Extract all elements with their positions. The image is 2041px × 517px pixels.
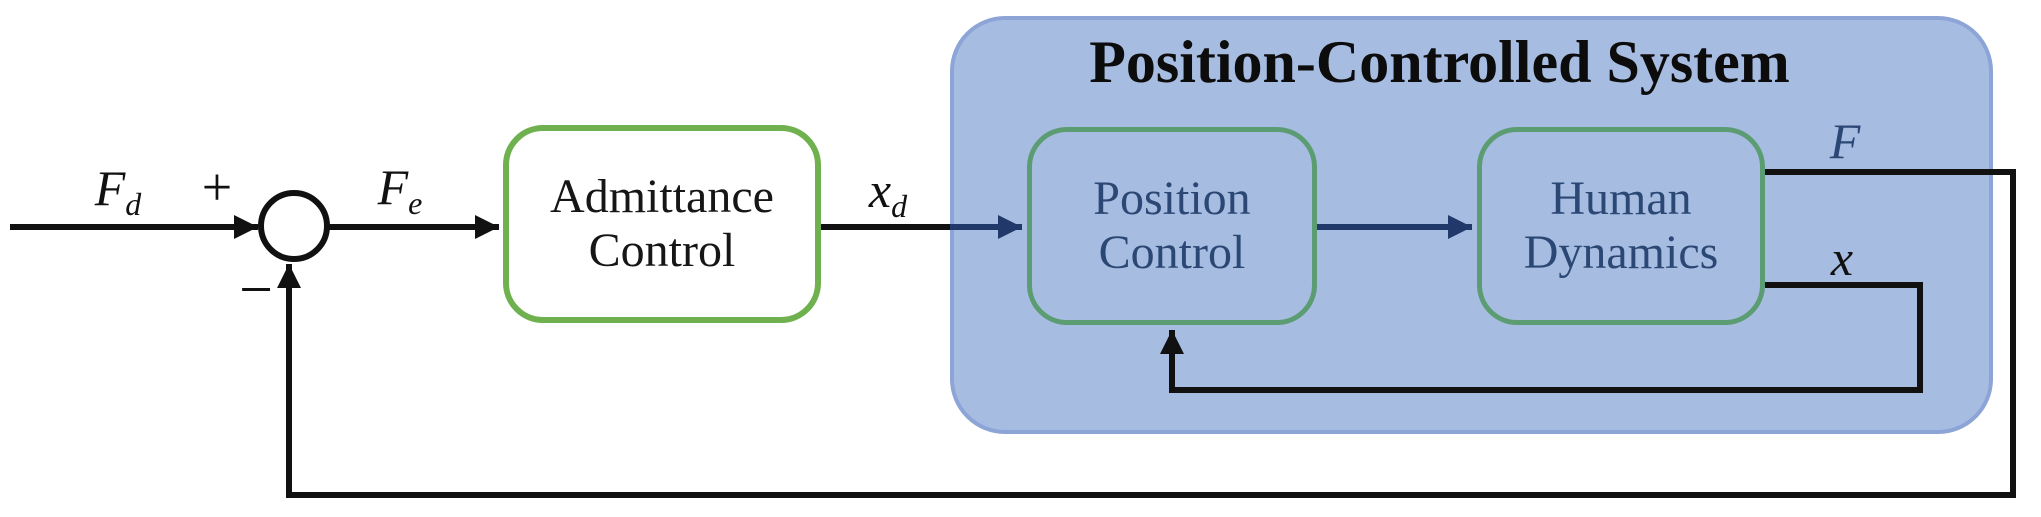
block-position-control: Position Control xyxy=(1027,127,1317,325)
block-label-line: Admittance xyxy=(550,169,774,223)
signal-label-fe: Fe xyxy=(377,159,423,221)
signal-label-x: x xyxy=(1830,230,1854,286)
block-admittance-control: Admittance Control xyxy=(503,125,821,323)
position-feedback-line xyxy=(1160,282,1923,393)
summing-junction xyxy=(258,190,330,262)
block-human-dynamics: Human Dynamics xyxy=(1477,127,1765,325)
system-title: Position-Controlled System xyxy=(1089,29,1790,95)
block-label-line: Human xyxy=(1550,171,1692,225)
block-label-line: Control xyxy=(588,224,736,277)
block-label-line: Position xyxy=(1093,171,1251,225)
signal-label-xd: xd xyxy=(868,162,908,224)
sum-minus-sign: − xyxy=(239,256,273,323)
sum-plus-sign: + xyxy=(201,157,233,217)
signal-label-fd: Fd xyxy=(94,160,142,222)
force-feedback-line xyxy=(277,169,2016,498)
signal-label-f: F xyxy=(1829,113,1861,169)
block-label-line: Dynamics xyxy=(1523,226,1719,279)
block-label-line: Control xyxy=(1098,226,1246,279)
